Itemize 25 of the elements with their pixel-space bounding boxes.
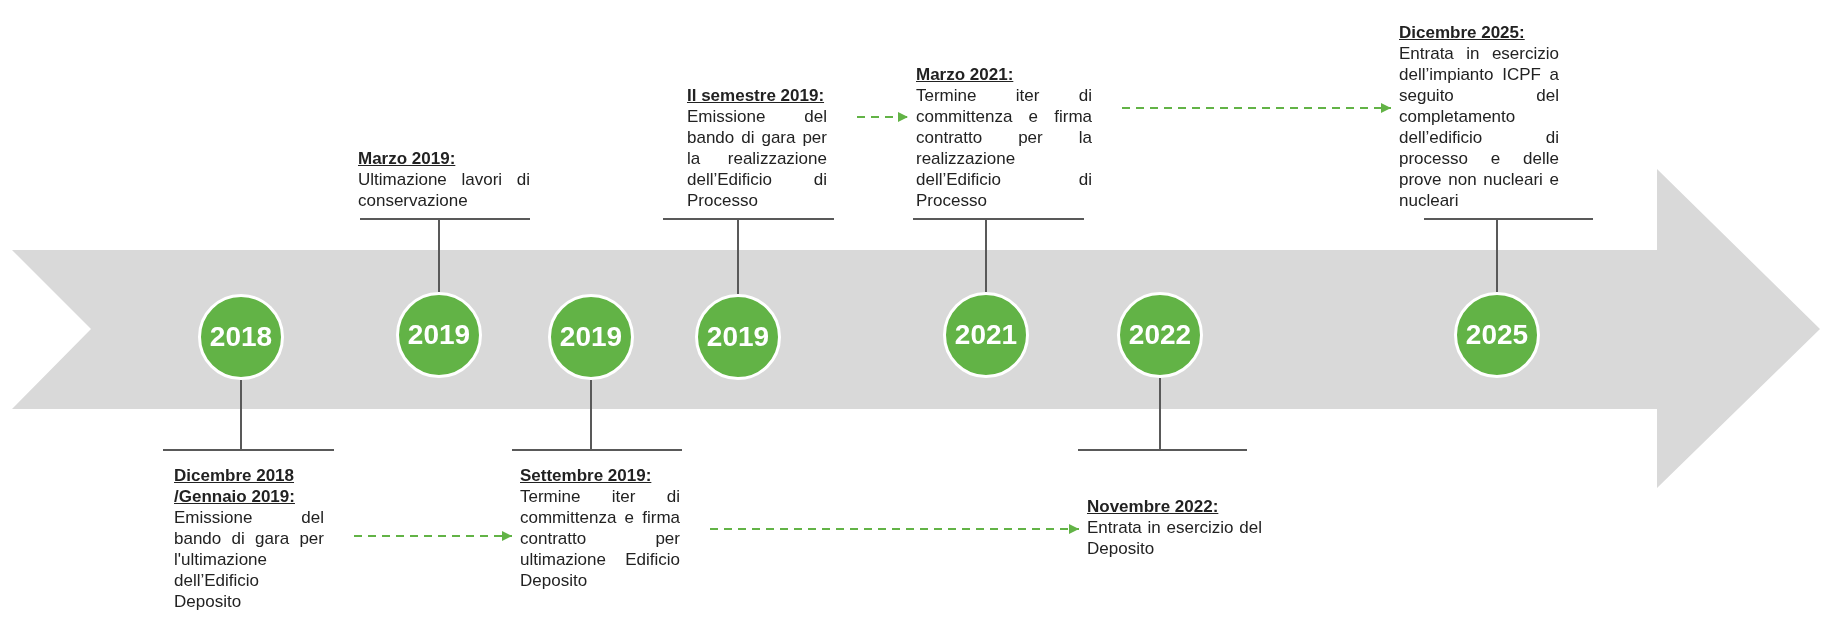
arrow xyxy=(353,531,513,541)
connector-line xyxy=(912,218,1085,293)
date-heading: Dicembre 2025: xyxy=(1399,22,1526,43)
event-description: Ultimazione lavori di conservazione xyxy=(358,169,530,211)
event-description: Termine iter di committenza e firma contratto per ultimazione Edificio Deposito xyxy=(520,486,680,591)
connector-line xyxy=(162,379,335,451)
date-heading: Il semestre 2019: xyxy=(687,85,826,106)
date-heading: Novembre 2022: xyxy=(1087,496,1220,517)
arrow xyxy=(709,524,1080,534)
connector-line xyxy=(662,218,835,295)
arrow xyxy=(856,112,909,122)
connector-line xyxy=(1077,377,1248,451)
event-description: Emissione del bando di gara per l'ultimazione dell’Edificio Deposito xyxy=(174,507,324,612)
event-description: Entrata in esercizio dell’impianto ICPF a seguito del completamento dell’edificio di processo e delle prove non nucleari e nucleari xyxy=(1399,43,1559,211)
event-description: Entrata in esercizio del Deposito xyxy=(1087,517,1262,559)
event-description: Emissione del bando di gara per la realizzazione dell’Edificio di Processo xyxy=(687,106,827,211)
event-description: Termine iter di committenza e firma contratto per la realizzazione dell’Edificio di Processo xyxy=(916,85,1092,211)
connector-line xyxy=(1423,218,1594,293)
date-heading: Settembre 2019: xyxy=(520,465,653,486)
date-heading: Dicembre 2018 /Gennaio 2019: xyxy=(174,465,296,507)
connector-line xyxy=(359,218,531,293)
date-heading: Marzo 2021: xyxy=(916,64,1015,85)
date-heading: Marzo 2019: xyxy=(358,148,457,169)
arrow xyxy=(1121,103,1392,113)
connector-line xyxy=(511,379,683,451)
